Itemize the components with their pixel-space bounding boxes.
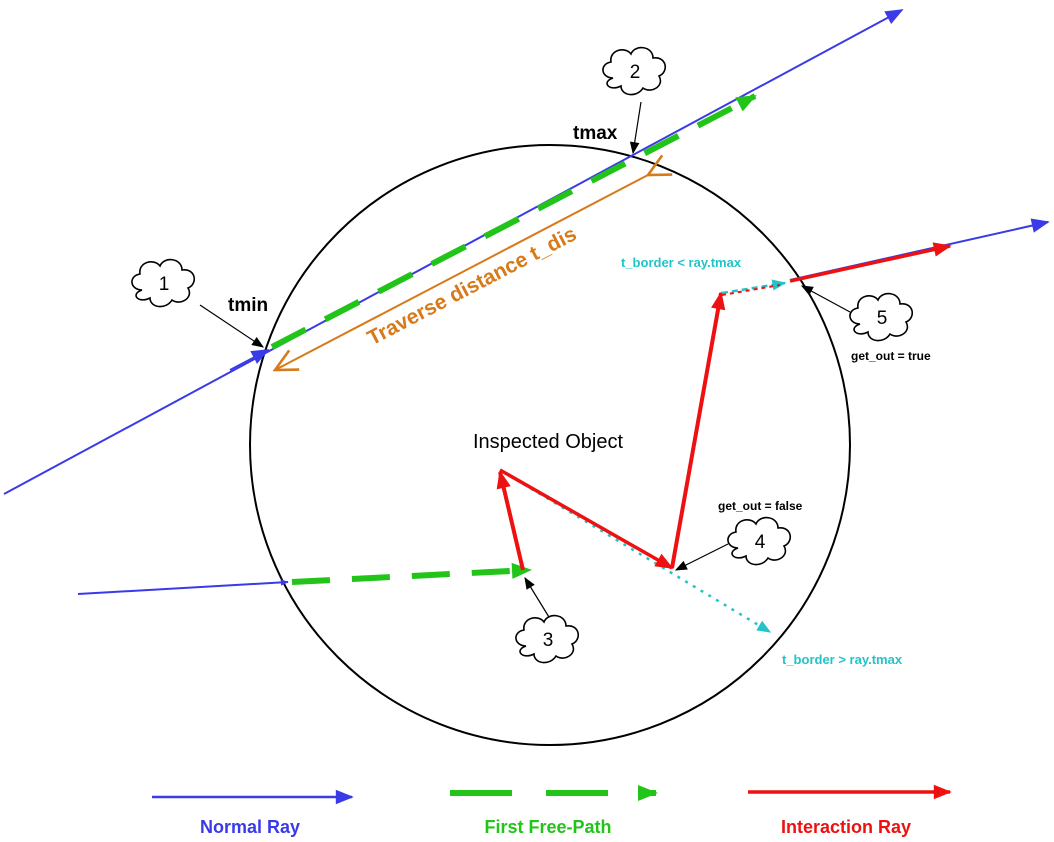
free-path-bottom — [291, 562, 532, 585]
interaction-ray-exit — [789, 242, 952, 283]
get-out-false-label: get_out = false — [718, 499, 803, 513]
callout-2-label: 2 — [630, 62, 641, 83]
inspection-circle — [249, 144, 851, 746]
callout-1-pointer — [199, 304, 264, 348]
legend-interaction-ray-label: Interaction Ray — [781, 817, 911, 837]
normal-ray-entry-arrow — [229, 349, 270, 371]
tmin-label: tmin — [228, 295, 268, 316]
t-border-gt-label: t_border > ray.tmax — [782, 652, 903, 667]
callout-3-pointer — [524, 576, 553, 623]
callout-1-label: 1 — [159, 274, 170, 295]
interaction-ray-3 — [670, 291, 726, 569]
legend-normal-ray-label: Normal Ray — [200, 817, 300, 837]
callout-3-label: 3 — [543, 630, 554, 651]
tmax-label: tmax — [573, 123, 618, 144]
callout-5-pointer — [800, 285, 851, 313]
callout-4-label: 4 — [755, 532, 766, 553]
traverse-distance-arrow — [275, 175, 648, 370]
border-ray-dotted — [499, 468, 772, 634]
interaction-ray-upper-dash — [721, 284, 781, 296]
callout-5-label: 5 — [877, 308, 888, 329]
callout-2-pointer — [629, 101, 642, 155]
legend-free-path-label: First Free-Path — [484, 817, 611, 837]
callout-3-cloud: 3 — [515, 614, 580, 664]
normal-ray-bottom — [77, 579, 289, 595]
callout-1-cloud: 1 — [131, 258, 196, 308]
callout-2-cloud: 2 — [602, 46, 667, 96]
interaction-ray-1 — [496, 470, 525, 571]
callout-5-cloud: 5 — [849, 292, 914, 342]
t-border-lt-label: t_border < ray.tmax — [621, 255, 742, 270]
inspected-object-label: Inspected Object — [473, 431, 624, 453]
legend: Normal Ray First Free-Path Interaction R… — [152, 784, 952, 837]
border-ray-upper — [721, 279, 787, 295]
get-out-true-label: get_out = true — [851, 349, 931, 363]
interaction-ray-2 — [499, 468, 674, 570]
callout-4-pointer — [674, 543, 729, 571]
callout-4-cloud: 4 — [727, 516, 792, 566]
free-path-top — [270, 93, 757, 350]
